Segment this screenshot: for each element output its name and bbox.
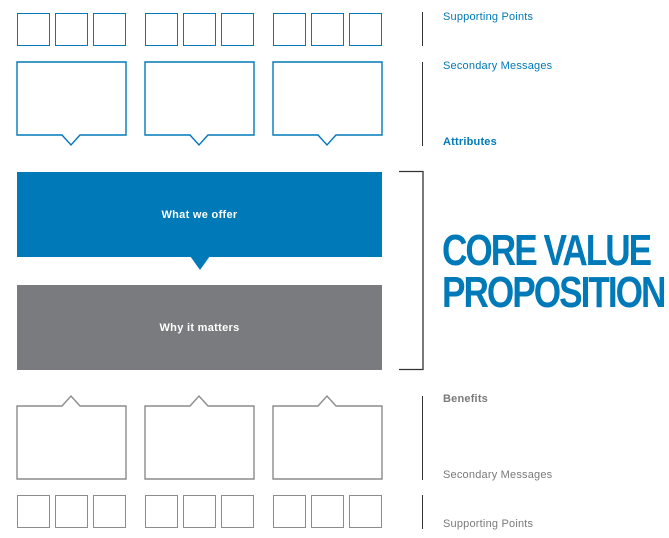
- what-we-offer-text: What we offer: [161, 208, 238, 221]
- top-supporting-point-box: [349, 13, 382, 46]
- bottom-supporting-points-rule: [422, 495, 424, 529]
- top-supporting-point-box: [93, 13, 126, 46]
- top-supporting-point-box: [273, 13, 306, 46]
- top-supporting-point-box: [17, 13, 50, 46]
- top-supporting-points-label: Supporting Points: [443, 11, 534, 23]
- bottom-callout-box: [272, 394, 383, 480]
- core-value-proposition-title: CORE VALUE PROPOSITION: [442, 226, 666, 317]
- why-it-matters-band: Why it matters: [17, 285, 382, 370]
- top-callout-box: [144, 61, 255, 147]
- what-we-offer-band: What we offer: [17, 172, 382, 257]
- top-secondary-messages-label: Secondary Messages: [443, 60, 553, 72]
- bottom-supporting-point-box: [55, 495, 88, 528]
- top-callout-box: [272, 61, 383, 147]
- bottom-supporting-point-box: [349, 495, 382, 528]
- bottom-supporting-point-box: [273, 495, 306, 528]
- bottom-benefits-rule: [422, 396, 424, 480]
- top-supporting-point-box: [183, 13, 216, 46]
- bottom-callout-box: [16, 394, 127, 480]
- top-supporting-point-box: [55, 13, 88, 46]
- top-supporting-point-box: [311, 13, 344, 46]
- bottom-secondary-messages-label: Secondary Messages: [443, 469, 553, 481]
- benefits-label: Benefits: [443, 393, 488, 405]
- top-callout-box: [16, 61, 127, 147]
- bottom-supporting-point-box: [93, 495, 126, 528]
- core-bracket: [399, 170, 424, 371]
- top-supporting-point-box: [221, 13, 254, 46]
- top-secondary-message-callouts: [16, 61, 383, 147]
- bottom-benefit-callouts: [16, 394, 383, 480]
- top-supporting-point-box: [145, 13, 178, 46]
- what-we-offer-pointer: [190, 256, 210, 270]
- bottom-supporting-points-label: Supporting Points: [443, 518, 534, 530]
- bottom-supporting-point-box: [311, 495, 344, 528]
- core-title-line-2: PROPOSITION: [442, 268, 666, 317]
- bottom-supporting-point-box: [183, 495, 216, 528]
- why-it-matters-text: Why it matters: [159, 321, 240, 334]
- top-secondary-messages-rule: [422, 62, 424, 146]
- attributes-label: Attributes: [443, 136, 497, 148]
- core-title-line-1: CORE VALUE: [442, 226, 652, 275]
- bottom-supporting-point-box: [145, 495, 178, 528]
- top-supporting-points-rule: [422, 12, 424, 46]
- bottom-callout-box: [144, 394, 255, 480]
- bottom-supporting-point-box: [221, 495, 254, 528]
- bottom-supporting-point-box: [17, 495, 50, 528]
